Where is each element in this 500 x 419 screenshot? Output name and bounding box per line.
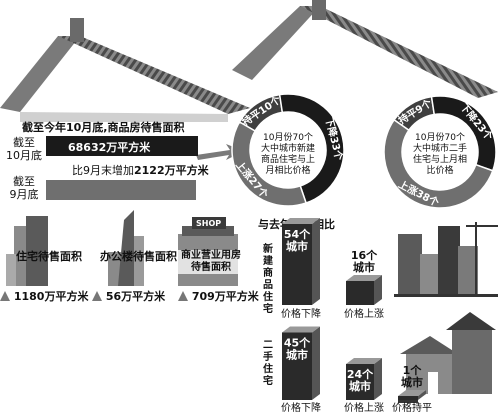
bar xyxy=(346,364,374,400)
houses-icon xyxy=(400,312,496,394)
category-label: 价格上涨 xyxy=(344,307,384,320)
bar xyxy=(398,396,418,400)
bar-side xyxy=(374,275,382,305)
increase-value: 2122万平方米 xyxy=(134,164,209,177)
sep-inventory-bar xyxy=(46,180,196,200)
bar-top xyxy=(346,275,382,281)
category-value-commercial-text: 709万平方米 xyxy=(191,290,259,303)
category-label: 价格下降 xyxy=(281,307,321,320)
bar xyxy=(282,224,312,305)
residential-building-icon xyxy=(6,216,48,286)
bar-side xyxy=(374,358,382,400)
left-roof-art xyxy=(0,18,250,122)
increase-text: 比9月末增加 xyxy=(72,164,134,177)
bar-value-label: 城市 xyxy=(401,375,423,389)
oct-inventory-bar: 68632万平方米 xyxy=(46,136,198,156)
category-label-office: 办公楼待售面积 xyxy=(100,250,177,263)
bar-value-label: 城市 xyxy=(353,260,375,274)
category-label: 价格下降 xyxy=(281,401,321,414)
category-value-residential: 1180万平方米 xyxy=(0,290,88,303)
category-label: 价格持平 xyxy=(392,401,432,414)
shop-sign: SHOP xyxy=(196,219,222,228)
pie-used-center: 10月份70个 大中城市二手 住宅与上月相 比价格 xyxy=(412,133,467,176)
flat-plate xyxy=(398,398,418,403)
bar-top xyxy=(282,218,320,224)
bar-value-label: 54个 xyxy=(284,227,311,241)
bar-value-label: 城市 xyxy=(286,239,308,253)
pie-slice xyxy=(231,120,308,207)
oct-inventory-value: 68632万平方米 xyxy=(68,141,151,154)
bar-value-label: 45个 xyxy=(284,336,311,350)
bar-side xyxy=(418,390,426,400)
category-label-commercial: 商业营业用房 待售面积 xyxy=(178,250,244,274)
bar-side xyxy=(312,218,320,305)
category-label-residential: 住宅待售面积 xyxy=(16,250,82,263)
triangle-icon xyxy=(0,291,10,301)
bar-top xyxy=(398,390,426,396)
category-value-commercial: 709万平方米 xyxy=(178,290,259,303)
yoy-new-label: 新建商品住宅 xyxy=(263,244,273,315)
increase-line: 比9月末增加2122万平方米 xyxy=(72,164,209,177)
bar-value-label: 1个 xyxy=(403,363,423,377)
category-label: 价格上涨 xyxy=(344,401,384,414)
pie-slice xyxy=(383,118,494,209)
bar-value-label: 城市 xyxy=(286,348,308,362)
city-skyline-icon xyxy=(394,222,498,297)
bar-value-label: 16个 xyxy=(351,248,378,262)
category-value-office: 56万平方米 xyxy=(92,290,165,303)
pie-slice xyxy=(278,93,345,204)
oct-label: 截至 10月底 xyxy=(6,136,42,162)
bar-value-label: 城市 xyxy=(349,379,371,393)
category-value-residential-text: 1180万平方米 xyxy=(13,290,89,303)
category-value-office-text: 56万平方米 xyxy=(105,290,166,303)
bar xyxy=(346,281,374,305)
bar-value-label: 24个 xyxy=(347,367,374,381)
inventory-headline: 截至今年10月底,商品房待售面积 xyxy=(22,121,185,134)
bar-top xyxy=(346,358,382,364)
office-building-icon xyxy=(108,210,144,286)
bar xyxy=(282,332,312,400)
yoy-used-label: 二手住宅 xyxy=(263,340,273,387)
triangle-icon xyxy=(178,291,188,301)
bar-top xyxy=(282,326,320,333)
pie-new-center: 10月份70个 大中城市新建 商品住宅与上 月相比价格 xyxy=(260,133,315,176)
sep-label: 截至 9月底 xyxy=(9,175,39,201)
bar-side xyxy=(312,326,320,400)
triangle-icon xyxy=(92,291,102,301)
right-roof-art xyxy=(232,0,498,98)
